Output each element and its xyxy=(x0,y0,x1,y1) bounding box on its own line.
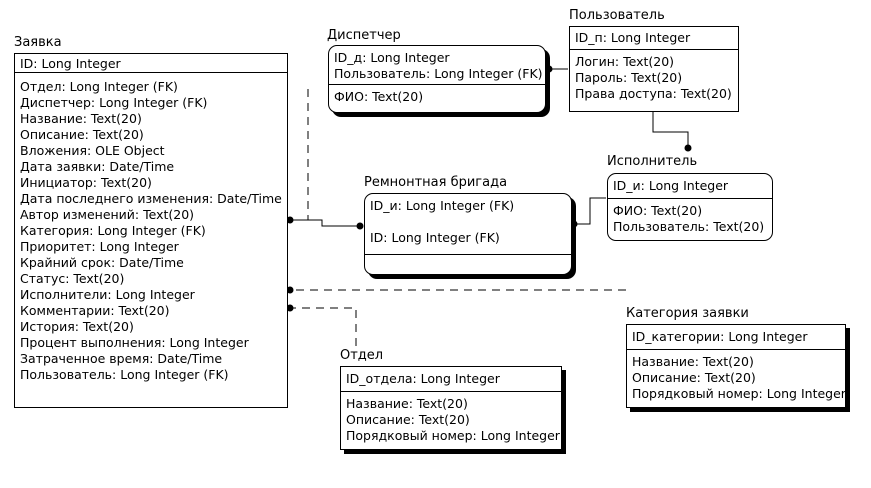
attr: Приоритет: Long Integer xyxy=(20,239,179,254)
attributes-section: Отдел: Long Integer (FK) Диспетчер: Long… xyxy=(15,73,287,385)
attr: Процент выполнения: Long Integer xyxy=(20,335,249,350)
attr: Вложения: OLE Object xyxy=(20,143,165,158)
rel-endpoint xyxy=(286,304,294,312)
rel-polzovatel-ispolnitel xyxy=(652,111,689,148)
attr: Отдел: Long Integer (FK) xyxy=(20,79,178,94)
attr: Автор изменений: Text(20) xyxy=(20,207,195,222)
attr: Статус: Text(20) xyxy=(20,271,125,286)
attr: Диспетчер: Long Integer (FK) xyxy=(20,95,208,110)
rel-endpoint xyxy=(684,144,692,152)
rel-endpoint xyxy=(286,216,294,224)
pk-attr: ID: Long Integer xyxy=(20,56,121,71)
attr: Пароль: Text(20) xyxy=(575,70,683,85)
entity-zayavka[interactable]: ID: Long Integer Отдел: Long Integer (FK… xyxy=(14,53,288,408)
attributes-section: Название: Text(20) Описание: Text(20) По… xyxy=(627,350,846,404)
attr: ФИО: Text(20) xyxy=(334,89,424,104)
pk-attr: ID_и: Long Integer (FK) xyxy=(370,198,515,213)
rel-zayavka-brigada xyxy=(290,219,360,227)
attr: Комментарии: Text(20) xyxy=(20,303,170,318)
attr: Категория: Long Integer (FK) xyxy=(20,223,206,238)
attr xyxy=(370,257,566,273)
primary-key-section: ID_отдела: Long Integer xyxy=(341,367,561,392)
attr: ФИО: Text(20) xyxy=(613,203,703,218)
pk-attr: ID_и: Long Integer xyxy=(613,178,729,193)
entity-ispolnitel[interactable]: ID_и: Long Integer ФИО: Text(20) Пользов… xyxy=(607,173,773,241)
entity-title-kategoriya: Категория заявки xyxy=(626,306,749,321)
attr: Описание: Text(20) xyxy=(346,412,470,427)
pk-attr: ID_д: Long Integer xyxy=(334,50,450,65)
entity-title-brigada: Ремнонтная бригада xyxy=(364,175,508,190)
attr: Описание: Text(20) xyxy=(20,127,144,142)
primary-key-section: ID: Long Integer xyxy=(15,54,287,73)
pk-attr xyxy=(370,214,566,230)
entity-brigada[interactable]: ID_и: Long Integer (FK) ID: Long Integer… xyxy=(364,193,572,275)
attr: Права доступа: Text(20) xyxy=(575,86,732,101)
attr: Крайний срок: Date/Time xyxy=(20,255,184,270)
primary-key-section: ID_д: Long Integer Пользователь: Long In… xyxy=(329,46,545,85)
rel-ispolnitel-brigada xyxy=(574,197,606,225)
pk-attr: ID_категории: Long Integer xyxy=(632,329,808,344)
attributes-section: ФИО: Text(20) Пользователь: Text(20) xyxy=(608,199,772,237)
pk-attr: ID: Long Integer (FK) xyxy=(370,230,500,245)
entity-title-dispetcher: Диспетчер xyxy=(327,28,401,43)
attr: Логин: Text(20) xyxy=(575,54,675,69)
attributes-section: Название: Text(20) Описание: Text(20) По… xyxy=(341,392,561,446)
attr: Затраченное время: Date/Time xyxy=(20,351,223,366)
rel-endpoint xyxy=(286,286,294,294)
attributes-section: Логин: Text(20) Пароль: Text(20) Права д… xyxy=(570,50,738,104)
primary-key-section: ID_п: Long Integer xyxy=(570,27,738,50)
attr: Порядковый номер: Long Integer xyxy=(346,428,560,443)
attr: Пользователь: Long Integer (FK) xyxy=(20,367,229,382)
rel-otdel-zayavka xyxy=(290,307,357,346)
entity-dispetcher[interactable]: ID_д: Long Integer Пользователь: Long In… xyxy=(328,45,546,113)
entity-title-ispolnitel: Исполнитель xyxy=(607,154,698,169)
attr: Дата заявки: Date/Time xyxy=(20,159,175,174)
entity-polzovatel[interactable]: ID_п: Long Integer Логин: Text(20) Парол… xyxy=(569,26,739,112)
attr: Название: Text(20) xyxy=(632,354,754,369)
attr: Порядковый номер: Long Integer xyxy=(632,386,846,401)
entity-otdel[interactable]: ID_отдела: Long Integer Название: Text(2… xyxy=(340,366,562,450)
rel-endpoint xyxy=(356,222,364,230)
primary-key-section: ID_и: Long Integer xyxy=(608,174,772,199)
entity-title-zayavka: Заявка xyxy=(14,35,62,50)
primary-key-section: ID_категории: Long Integer xyxy=(627,325,845,350)
pk-attr: Пользователь: Long Integer (FK) xyxy=(334,66,543,81)
attr: Пользователь: Text(20) xyxy=(613,219,765,234)
attr: Дата последнего изменения: Date/Time xyxy=(20,191,282,206)
attr: Исполнители: Long Integer xyxy=(20,287,195,302)
entity-kategoriya[interactable]: ID_категории: Long Integer Название: Tex… xyxy=(626,324,846,408)
pk-attr: ID_п: Long Integer xyxy=(575,30,691,45)
entity-title-otdel: Отдел xyxy=(340,348,384,363)
attr: Описание: Text(20) xyxy=(632,370,756,385)
attr: История: Text(20) xyxy=(20,319,134,334)
pk-attr: ID_отдела: Long Integer xyxy=(346,371,500,386)
entity-title-polzovatel: Пользователь xyxy=(569,8,665,23)
primary-key-section: ID_и: Long Integer (FK) ID: Long Integer… xyxy=(365,194,571,255)
attr: Название: Text(20) xyxy=(346,396,468,411)
attributes-section xyxy=(365,255,571,275)
attributes-section: ФИО: Text(20) xyxy=(329,85,545,107)
attr: Название: Text(20) xyxy=(20,111,142,126)
attr: Инициатор: Text(20) xyxy=(20,175,152,190)
